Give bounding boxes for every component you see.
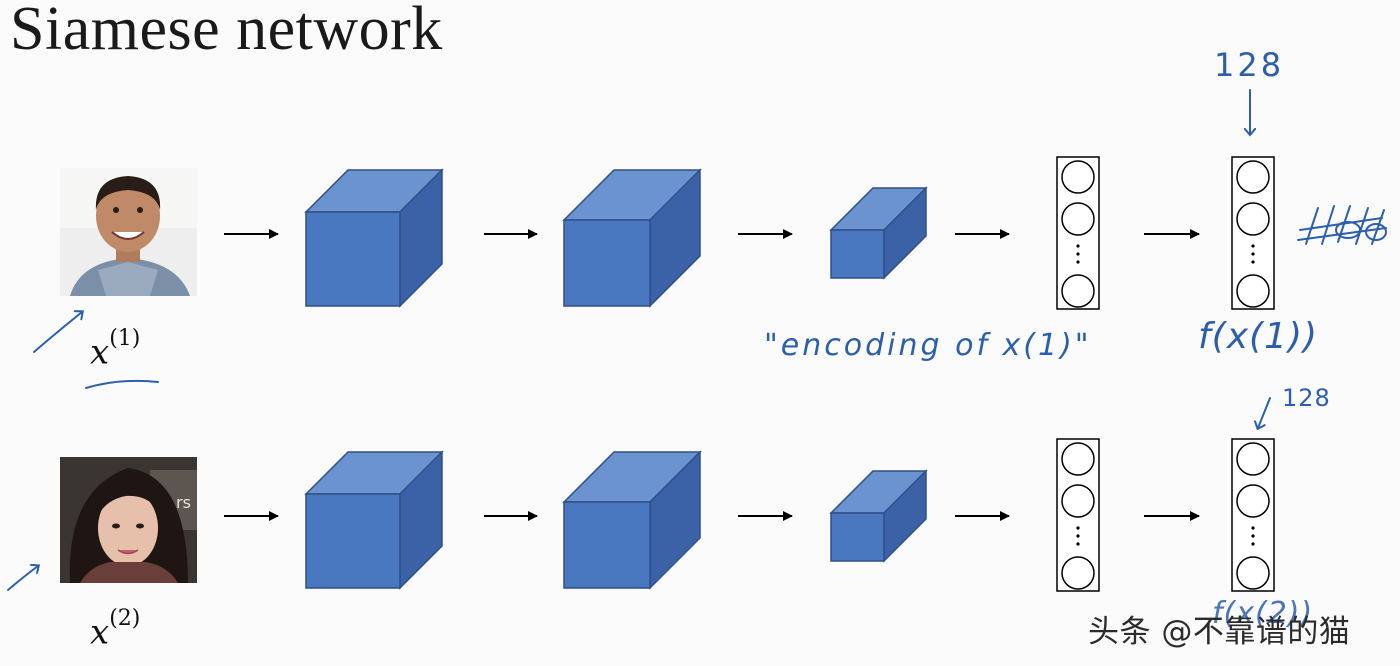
fc-vector-1-row-2 [1056, 438, 1100, 592]
handwritten-annotations [7, 89, 1387, 591]
pointer-arrow-bottom-icon [7, 566, 38, 591]
input-label-1-superscript: (1) [109, 326, 141, 351]
encoding-note: "encoding of x(1)" [764, 328, 1092, 363]
svg-text:rs: rs [176, 493, 191, 512]
encoding-vector-row-1 [1231, 156, 1275, 310]
input-label-2-base: x [90, 612, 110, 653]
encoding-vector-row-2 [1231, 438, 1275, 592]
conv-layer-1-row-2 [304, 450, 444, 590]
underline-x1 [85, 379, 159, 389]
input-label-2-superscript: (2) [109, 606, 141, 631]
dimension-label-bottom: 128 [1282, 384, 1331, 412]
output-label-top: f(x(1)) [1198, 316, 1319, 357]
conv-layer-3-row-2 [829, 469, 928, 563]
network-row-2: rs [60, 438, 1275, 592]
conv-layer-2-row-1 [562, 168, 702, 308]
slide-title: Siamese network [10, 0, 443, 63]
dimension-arrow-bottom-icon [1258, 397, 1271, 428]
input-image-1-icon [60, 168, 197, 296]
dimension-label-top: 128 [1214, 46, 1285, 84]
input-label-1: x(1) [90, 326, 140, 373]
fc-vector-1-row-1 [1056, 156, 1100, 310]
conv-layer-1-row-1 [304, 168, 444, 308]
input-label-2: x(2) [90, 606, 140, 653]
conv-layer-2-row-2 [562, 450, 702, 590]
input-image-2-icon: rs [60, 457, 197, 583]
conv-layer-3-row-1 [829, 186, 928, 280]
network-row-1 [60, 156, 1275, 310]
watermark: 头条 @不靠谱的猫 [1088, 614, 1351, 650]
output-label-bottom: f(x(2)) [1212, 596, 1314, 631]
pointer-arrow-top-icon [33, 312, 82, 353]
scribble-hatch-icon [1297, 205, 1387, 245]
input-label-1-base: x [90, 332, 110, 373]
